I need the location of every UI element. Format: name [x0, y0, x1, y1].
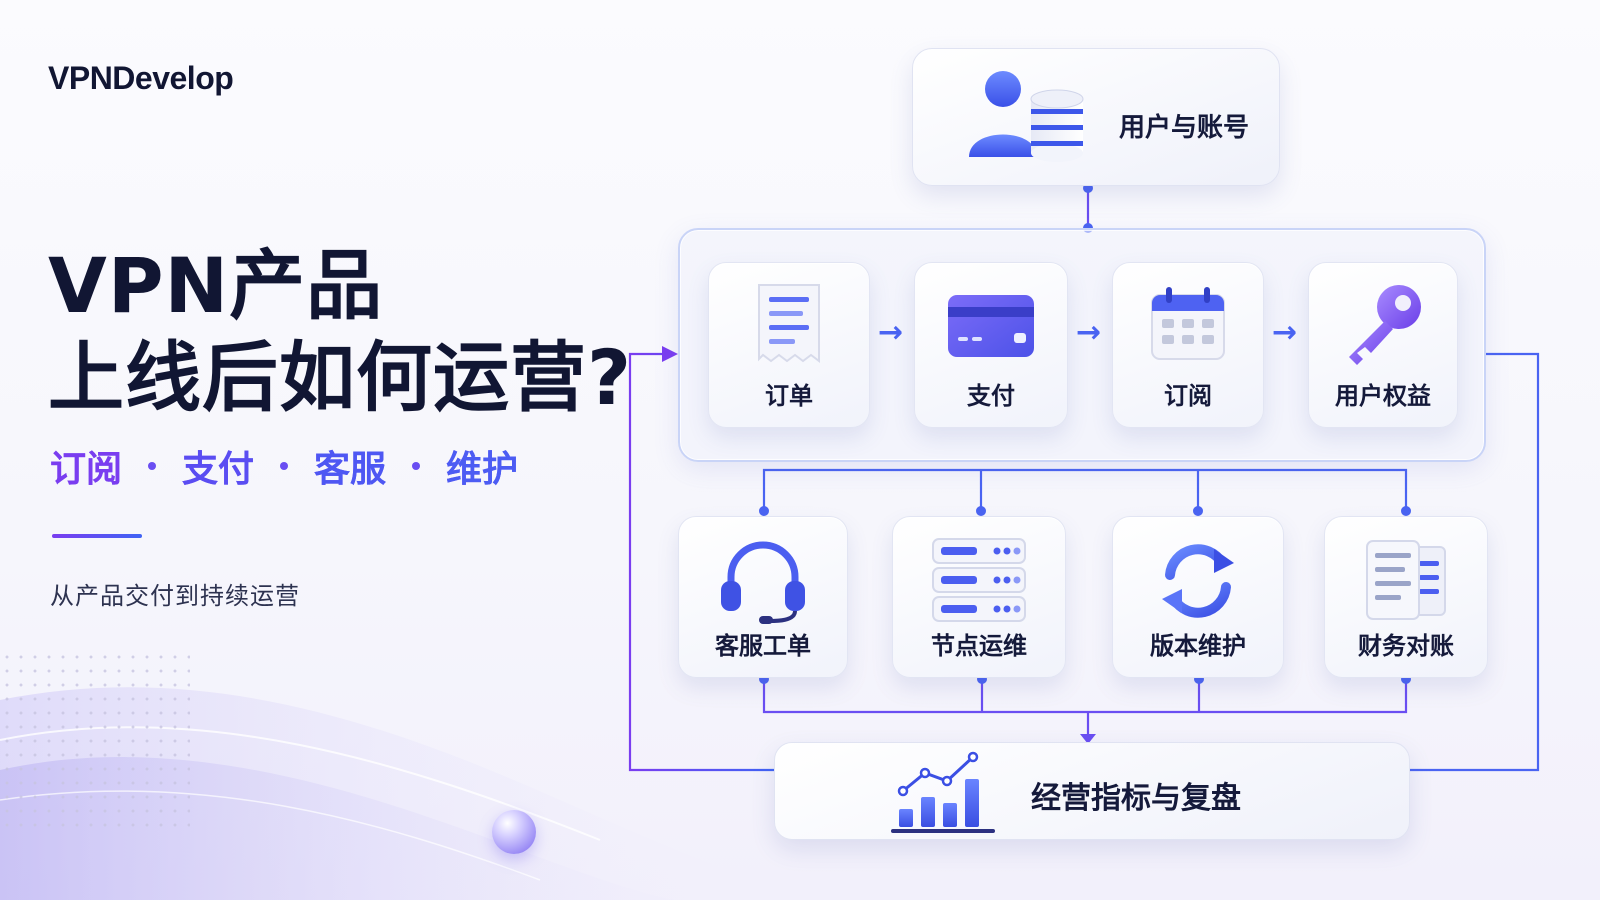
key-icon [1349, 285, 1421, 365]
node-node-ops: 节点运维 [892, 516, 1066, 678]
tag-support: 客服 [314, 440, 386, 492]
server-icon [932, 538, 1026, 622]
page-title: VPN产品 上线后如何运营? [48, 240, 668, 424]
glass-orb-decoration [492, 810, 536, 854]
node-label: 用户权益 [1335, 382, 1431, 410]
node-user-benefits: 用户权益 [1308, 262, 1458, 428]
node-label: 经营指标与复盘 [1031, 781, 1241, 816]
tag-payment: 支付 [182, 440, 254, 492]
node-label: 版本维护 [1150, 632, 1246, 660]
headset-icon [721, 541, 805, 624]
user-database-icon [969, 71, 1084, 162]
node-label: 节点运维 [931, 632, 1027, 660]
node-business-metrics: 经营指标与复盘 [774, 742, 1410, 840]
title-line-2: 上线后如何运营? [48, 333, 633, 422]
node-label: 财务对账 [1358, 632, 1454, 660]
brand-logo: VPNDevelop [48, 60, 234, 96]
node-label: 客服工单 [715, 632, 811, 660]
arrow-right-icon: → [1272, 315, 1298, 350]
node-version-maintenance: 版本维护 [1112, 516, 1284, 678]
node-support-ticket: 客服工单 [678, 516, 848, 678]
credit-card-icon [948, 295, 1034, 357]
node-user-account: 用户与账号 [912, 48, 1280, 186]
node-label: 订阅 [1164, 382, 1212, 410]
tag-maintenance: 维护 [446, 440, 518, 492]
arrow-right-icon: → [878, 315, 904, 350]
dot-grid-decoration [0, 650, 190, 830]
node-finance-reconciliation: 财务对账 [1324, 516, 1488, 678]
node-label: 支付 [967, 382, 1015, 410]
node-label: 用户与账号 [1119, 113, 1250, 143]
receipt-icon [758, 284, 820, 363]
separator-dot [148, 462, 157, 470]
subtitle: 从产品交付到持续运营 [50, 582, 300, 610]
tagline: 订阅 支付 客服 维护 [50, 440, 518, 492]
refresh-icon [1162, 544, 1234, 618]
arrow-right-icon: → [1076, 315, 1102, 350]
node-order: 订单 [708, 262, 870, 428]
node-payment: 支付 [914, 262, 1068, 428]
separator-dot [280, 462, 289, 470]
node-label: 订单 [765, 382, 813, 410]
bar-chart-icon [891, 751, 995, 833]
calendar-icon [1151, 287, 1225, 360]
document-icon [1366, 540, 1446, 620]
accent-divider [52, 534, 142, 538]
node-subscription: 订阅 [1112, 262, 1264, 428]
tag-subscription: 订阅 [50, 440, 122, 492]
title-line-1: VPN产品 [48, 241, 384, 330]
separator-dot [412, 462, 421, 470]
